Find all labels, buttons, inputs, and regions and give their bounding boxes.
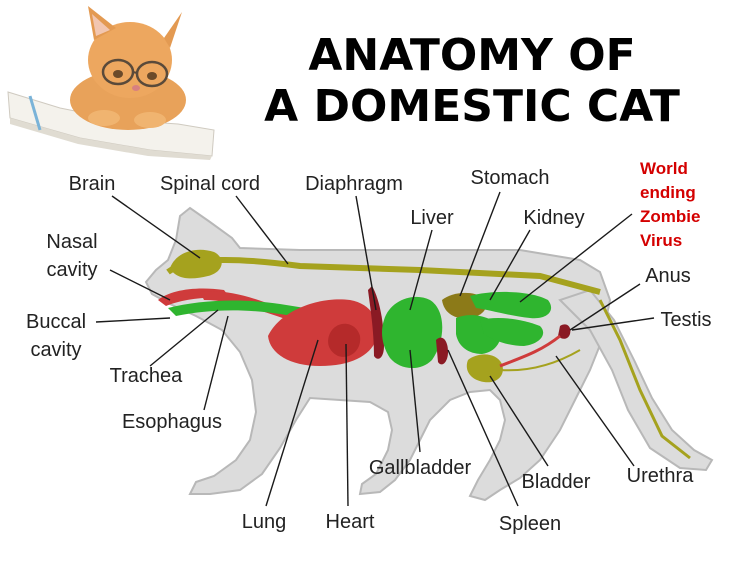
brain-shape [170,249,222,279]
label-urethra: Urethra [627,465,695,487]
label-spinal-cord: Spinal cord [160,173,260,195]
label-anus: Anus [645,265,691,287]
annotation-line-2: ending [640,183,696,202]
label-kidney: Kidney [523,207,584,229]
label-trachea: Trachea [110,365,184,387]
label-buccal-cavity-line1: Buccal [26,311,86,333]
bladder-shape [466,354,503,383]
label-spleen: Spleen [499,513,561,535]
label-buccal-cavity-line2: cavity [30,339,81,361]
testis-shape [558,324,571,339]
ureter-shape [499,349,581,372]
label-stomach: Stomach [471,167,550,189]
trachea-shape [200,291,300,324]
title-line-2: A DOMESTIC CAT [264,81,680,132]
leader-lines [95,191,655,507]
label-diaphragm: Diaphragm [305,173,403,195]
kitten-illustration [7,6,215,160]
label-heart: Heart [326,511,375,533]
esophagus-shape [168,300,380,330]
label-brain: Brain [69,173,116,195]
title-line-1: ANATOMY OF [308,30,635,81]
label-liver: Liver [410,207,454,229]
liver-shape [382,296,443,369]
label-gallbladder: Gallbladder [369,457,472,479]
heart-shape [328,323,361,357]
urethra-shape [499,334,561,368]
annotation-line-4: Virus [640,231,682,250]
gallbladder-shape [436,337,448,365]
label-testis: Testis [660,309,711,331]
label-lung: Lung [242,511,287,533]
label-esophagus: Esophagus [122,411,222,433]
diaphragm-shape [368,286,384,359]
organs [158,249,601,383]
annotation-line-1: World [640,159,688,178]
annotation-line-3: Zombie [640,207,700,226]
label-nasal-cavity-line1: Nasal [46,231,97,253]
label-bladder: Bladder [522,471,591,493]
intestine-lower-shape [480,318,544,346]
zombie-virus-annotation: World ending Zombie Virus [640,159,700,250]
label-nasal-cavity-line2: cavity [46,259,97,281]
